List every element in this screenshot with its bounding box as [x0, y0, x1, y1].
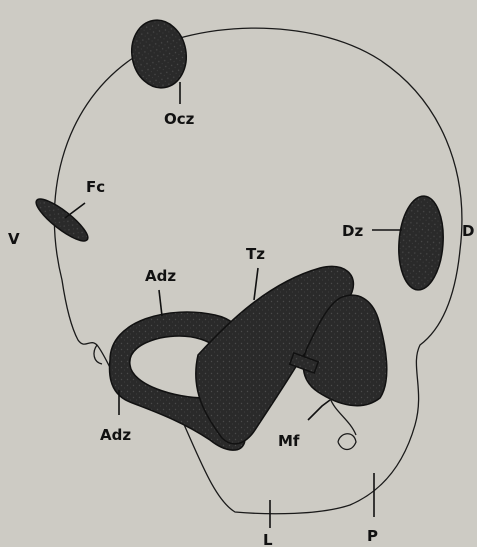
label-fc: Fc — [86, 178, 105, 196]
label-d: D — [462, 222, 474, 240]
label-ocz: Ocz — [164, 110, 195, 128]
label-l: L — [263, 531, 273, 547]
label-v: V — [8, 230, 20, 248]
label-dz: Dz — [342, 222, 363, 240]
label-p: P — [367, 527, 378, 545]
label-mf: Mf — [278, 432, 300, 450]
label-adz-bottom: Adz — [100, 426, 131, 444]
label-tz: Tz — [246, 245, 265, 263]
label-adz-top: Adz — [145, 267, 176, 285]
